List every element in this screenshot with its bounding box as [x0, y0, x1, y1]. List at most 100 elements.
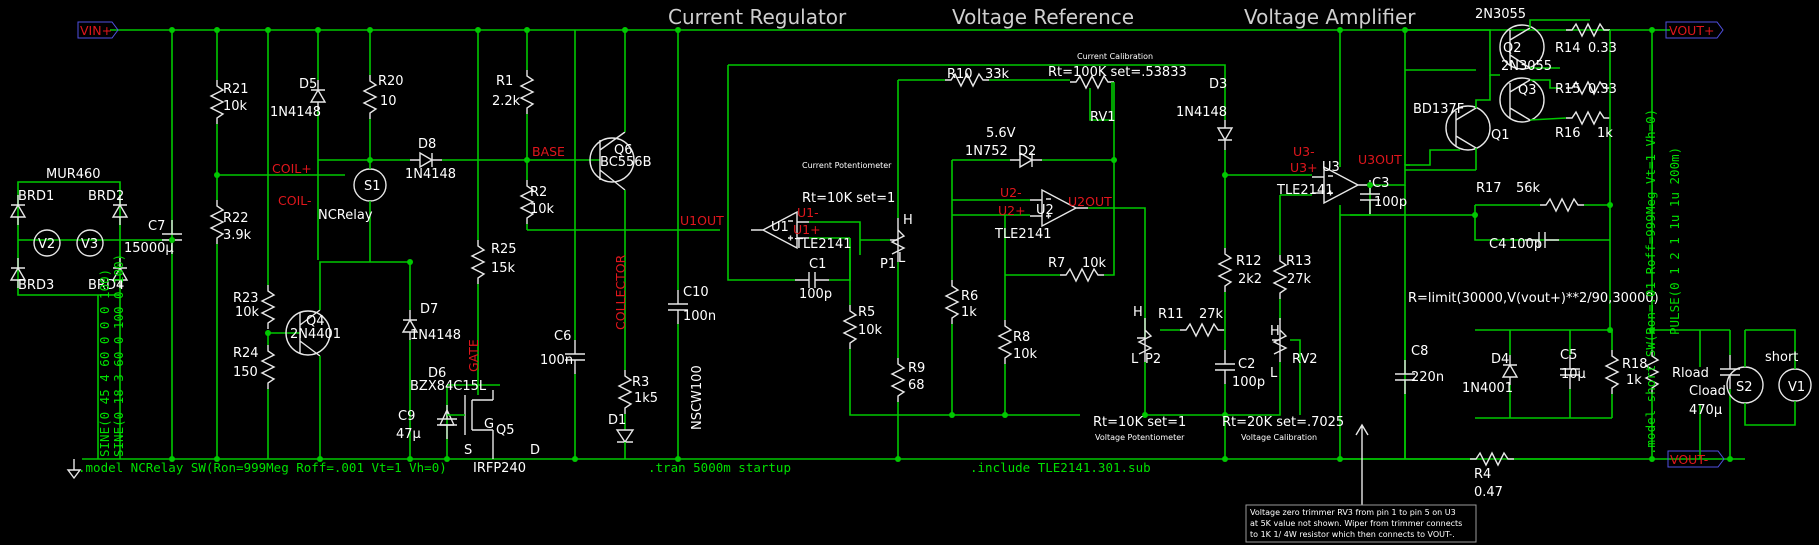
- net-gate: GATE: [466, 339, 481, 372]
- label-c1: C1: [809, 257, 826, 272]
- net-base: BASE: [532, 144, 565, 159]
- label-q4: Q4: [306, 314, 325, 329]
- value-d4: 1N4001: [1462, 381, 1513, 396]
- net-coil-minus: COIL-: [278, 193, 312, 208]
- pin-d: D: [530, 443, 540, 458]
- value-r12: 2k2: [1238, 272, 1262, 287]
- label-r10: R10: [947, 67, 973, 82]
- label-r25: R25: [491, 242, 517, 257]
- value-c1: 100p: [799, 287, 832, 302]
- label-r22: R22: [223, 211, 249, 226]
- label-sine2: SINE(0 18 3 60 0 100 0 100): [111, 254, 126, 457]
- label-rload-expr: R=limit(30000,V(vout+)**2/90,30000): [1408, 291, 1659, 306]
- value-d7: 1N4148: [410, 328, 461, 343]
- label-brd2: BRD2: [88, 189, 124, 204]
- label-r7: R7: [1048, 256, 1065, 271]
- label-p2: P2: [1145, 352, 1161, 367]
- label-c7: C7: [148, 219, 165, 234]
- net-u2out: U2OUT: [1068, 194, 1112, 209]
- net-u1-minus: U1-: [797, 205, 819, 220]
- directive-tran: .tran 5000m startup: [648, 460, 791, 475]
- value-r23: 10k: [235, 305, 260, 320]
- value-r10: 33k: [985, 67, 1010, 82]
- label-current-pot: Current Potentiometer: [802, 161, 892, 170]
- label-p1: P1: [880, 257, 896, 272]
- label-brd1: BRD1: [18, 189, 54, 204]
- label-c8: C8: [1411, 344, 1428, 359]
- label-c9: C9: [398, 409, 415, 424]
- header-voltage-reference: Voltage Reference: [952, 5, 1134, 29]
- value-c2: 100p: [1232, 375, 1265, 390]
- label-d3: D3: [1209, 77, 1227, 92]
- label-q1: Q1: [1491, 128, 1510, 143]
- value-d6: BZX84C15L: [410, 379, 487, 394]
- value-r5: 10k: [858, 323, 883, 338]
- label-r2: R2: [530, 185, 547, 200]
- net-collector: COLLECTOR: [613, 254, 628, 330]
- net-coil-plus: COIL+: [272, 161, 312, 176]
- net-u3-plus: U3+: [1290, 160, 1318, 175]
- label-u1: U1: [771, 220, 789, 235]
- label-voltage-pot: Voltage Potentiometer: [1095, 433, 1185, 442]
- note-line-2: at 5K value not shown. Wiper from trimme…: [1250, 519, 1462, 528]
- value-r13: 27k: [1287, 272, 1312, 287]
- label-r18: R18: [1622, 357, 1648, 372]
- net-vin-plus: VIN+: [80, 23, 112, 38]
- pin-h-p2: H: [1133, 305, 1143, 320]
- value-d5: 1N4148: [270, 105, 321, 120]
- label-d4: D4: [1491, 352, 1509, 367]
- label-c2: C2: [1238, 357, 1255, 372]
- value-r24: 150: [233, 365, 258, 380]
- label-r5: R5: [858, 305, 875, 320]
- pin-s: S: [464, 443, 472, 458]
- label-d5: D5: [299, 77, 317, 92]
- label-r8: R8: [1013, 330, 1030, 345]
- label-mur460: MUR460: [46, 167, 101, 182]
- value-q4: 2N4401: [290, 327, 341, 342]
- value-d3: 1N4148: [1176, 105, 1227, 120]
- value-r11: 27k: [1199, 307, 1224, 322]
- value-d2: 1N752: [965, 144, 1008, 159]
- label-q5: Q5: [496, 423, 515, 438]
- value-r16: 1k: [1597, 126, 1613, 141]
- label-r17: R17: [1476, 181, 1502, 196]
- label-u3: U3: [1322, 160, 1340, 175]
- label-v1: V1: [1788, 380, 1805, 395]
- net-u3-minus: U3-: [1293, 144, 1315, 159]
- label-r11: R11: [1158, 307, 1184, 322]
- value-u2: TLE2141: [994, 227, 1051, 242]
- label-s2: S2: [1736, 380, 1753, 395]
- net-vout-plus: VOUT+: [1669, 23, 1714, 38]
- value-r18: 1k: [1626, 373, 1642, 388]
- value-c4: 100p: [1509, 237, 1542, 252]
- value-r9: 68: [908, 378, 925, 393]
- label-d1: D1: [608, 413, 626, 428]
- value-r21: 10k: [223, 99, 248, 114]
- label-r4: R4: [1474, 467, 1491, 482]
- pin-l-p2: L: [1131, 352, 1139, 367]
- net-u1-plus: U1+: [793, 222, 821, 237]
- note-line-3: to 1K 1/ 4W resistor which then connects…: [1250, 530, 1455, 539]
- value-p1: Rt=10K set=1: [802, 191, 895, 206]
- label-r14: R14: [1555, 41, 1581, 56]
- value-c10: 100n: [683, 309, 716, 324]
- label-r24: R24: [233, 346, 259, 361]
- directive-pulse: PULSE(0 1 2 1 1u 1u 200m): [1667, 147, 1682, 335]
- label-sine1: SINE(0 45 4 60 0 0 0 100): [97, 269, 112, 457]
- label-short: short: [1765, 350, 1798, 365]
- value-d8: 1N4148: [405, 167, 456, 182]
- value-c3: 100p: [1374, 195, 1407, 210]
- label-q3: Q3: [1518, 83, 1537, 98]
- header-voltage-amplifier: Voltage Amplifier: [1244, 5, 1416, 29]
- label-u2: U2: [1036, 203, 1054, 218]
- label-d8: D8: [418, 137, 436, 152]
- directive-model-relay: .model NCRelay SW(Ron=999Meg Roff=.001 V…: [78, 460, 447, 475]
- value-c8: 220n: [1411, 370, 1444, 385]
- directive-model-short: .model short SW(Ron=.01 Roff=999Meg Vt=1…: [1643, 109, 1658, 455]
- label-r13: R13: [1286, 254, 1312, 269]
- value-d2-volt: 5.6V: [986, 126, 1016, 141]
- label-c5: C5: [1560, 348, 1577, 363]
- net-u3out: U3OUT: [1358, 152, 1402, 167]
- value-r15: 0.33: [1588, 82, 1617, 97]
- pin-l-p1: L: [898, 251, 906, 266]
